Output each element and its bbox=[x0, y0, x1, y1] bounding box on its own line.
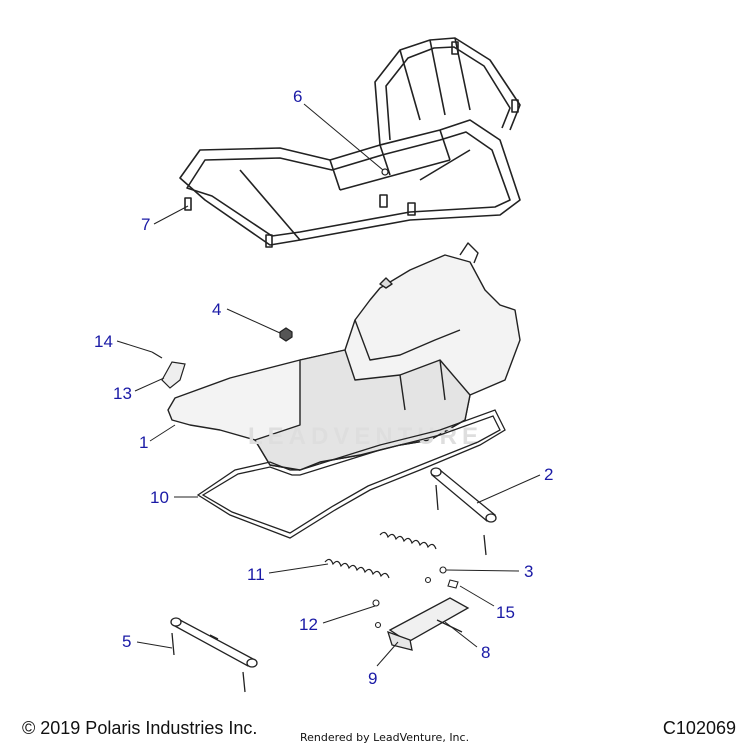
callout-2[interactable]: 2 bbox=[544, 465, 554, 484]
callout-4[interactable]: 4 bbox=[212, 300, 222, 319]
callout-6[interactable]: 6 bbox=[293, 87, 303, 106]
part-4-nut bbox=[279, 327, 293, 342]
part-2-pivot-rod bbox=[430, 467, 497, 556]
part-1-front-storage bbox=[167, 242, 521, 471]
diagram-code: C102069 bbox=[662, 718, 736, 738]
part-9-striker bbox=[386, 630, 413, 651]
part-6-fastener bbox=[381, 168, 389, 176]
part-13-latch bbox=[161, 361, 186, 389]
callout-3[interactable]: 3 bbox=[524, 562, 534, 581]
callout-8[interactable]: 8 bbox=[481, 643, 491, 662]
callout-15[interactable]: 15 bbox=[496, 603, 515, 622]
part-10-seal bbox=[196, 409, 506, 539]
callout-11[interactable]: 11 bbox=[247, 565, 265, 584]
callout-10[interactable]: 10 bbox=[150, 488, 169, 507]
small-hardware bbox=[372, 566, 459, 629]
callout-12[interactable]: 12 bbox=[299, 615, 318, 634]
copyright-text: © 2019 Polaris Industries Inc. bbox=[22, 718, 258, 738]
watermark-text: LEADVENTURE bbox=[248, 423, 483, 450]
callout-7[interactable]: 7 bbox=[141, 215, 151, 234]
part-5-pivot-bar bbox=[170, 617, 258, 693]
callout-13[interactable]: 13 bbox=[113, 384, 132, 403]
rendered-by-text: Rendered by LeadVenture, Inc. bbox=[300, 731, 470, 744]
part-11-springs bbox=[324, 531, 437, 579]
leader-lines bbox=[116, 103, 541, 667]
part-8-bracket bbox=[388, 597, 470, 643]
part-14-screw bbox=[151, 351, 163, 359]
callout-14[interactable]: 14 bbox=[94, 332, 113, 351]
part-7-cargo-rack bbox=[179, 37, 521, 248]
callout-1[interactable]: 1 bbox=[139, 433, 149, 452]
callout-5[interactable]: 5 bbox=[122, 632, 132, 651]
callout-9[interactable]: 9 bbox=[368, 669, 378, 688]
